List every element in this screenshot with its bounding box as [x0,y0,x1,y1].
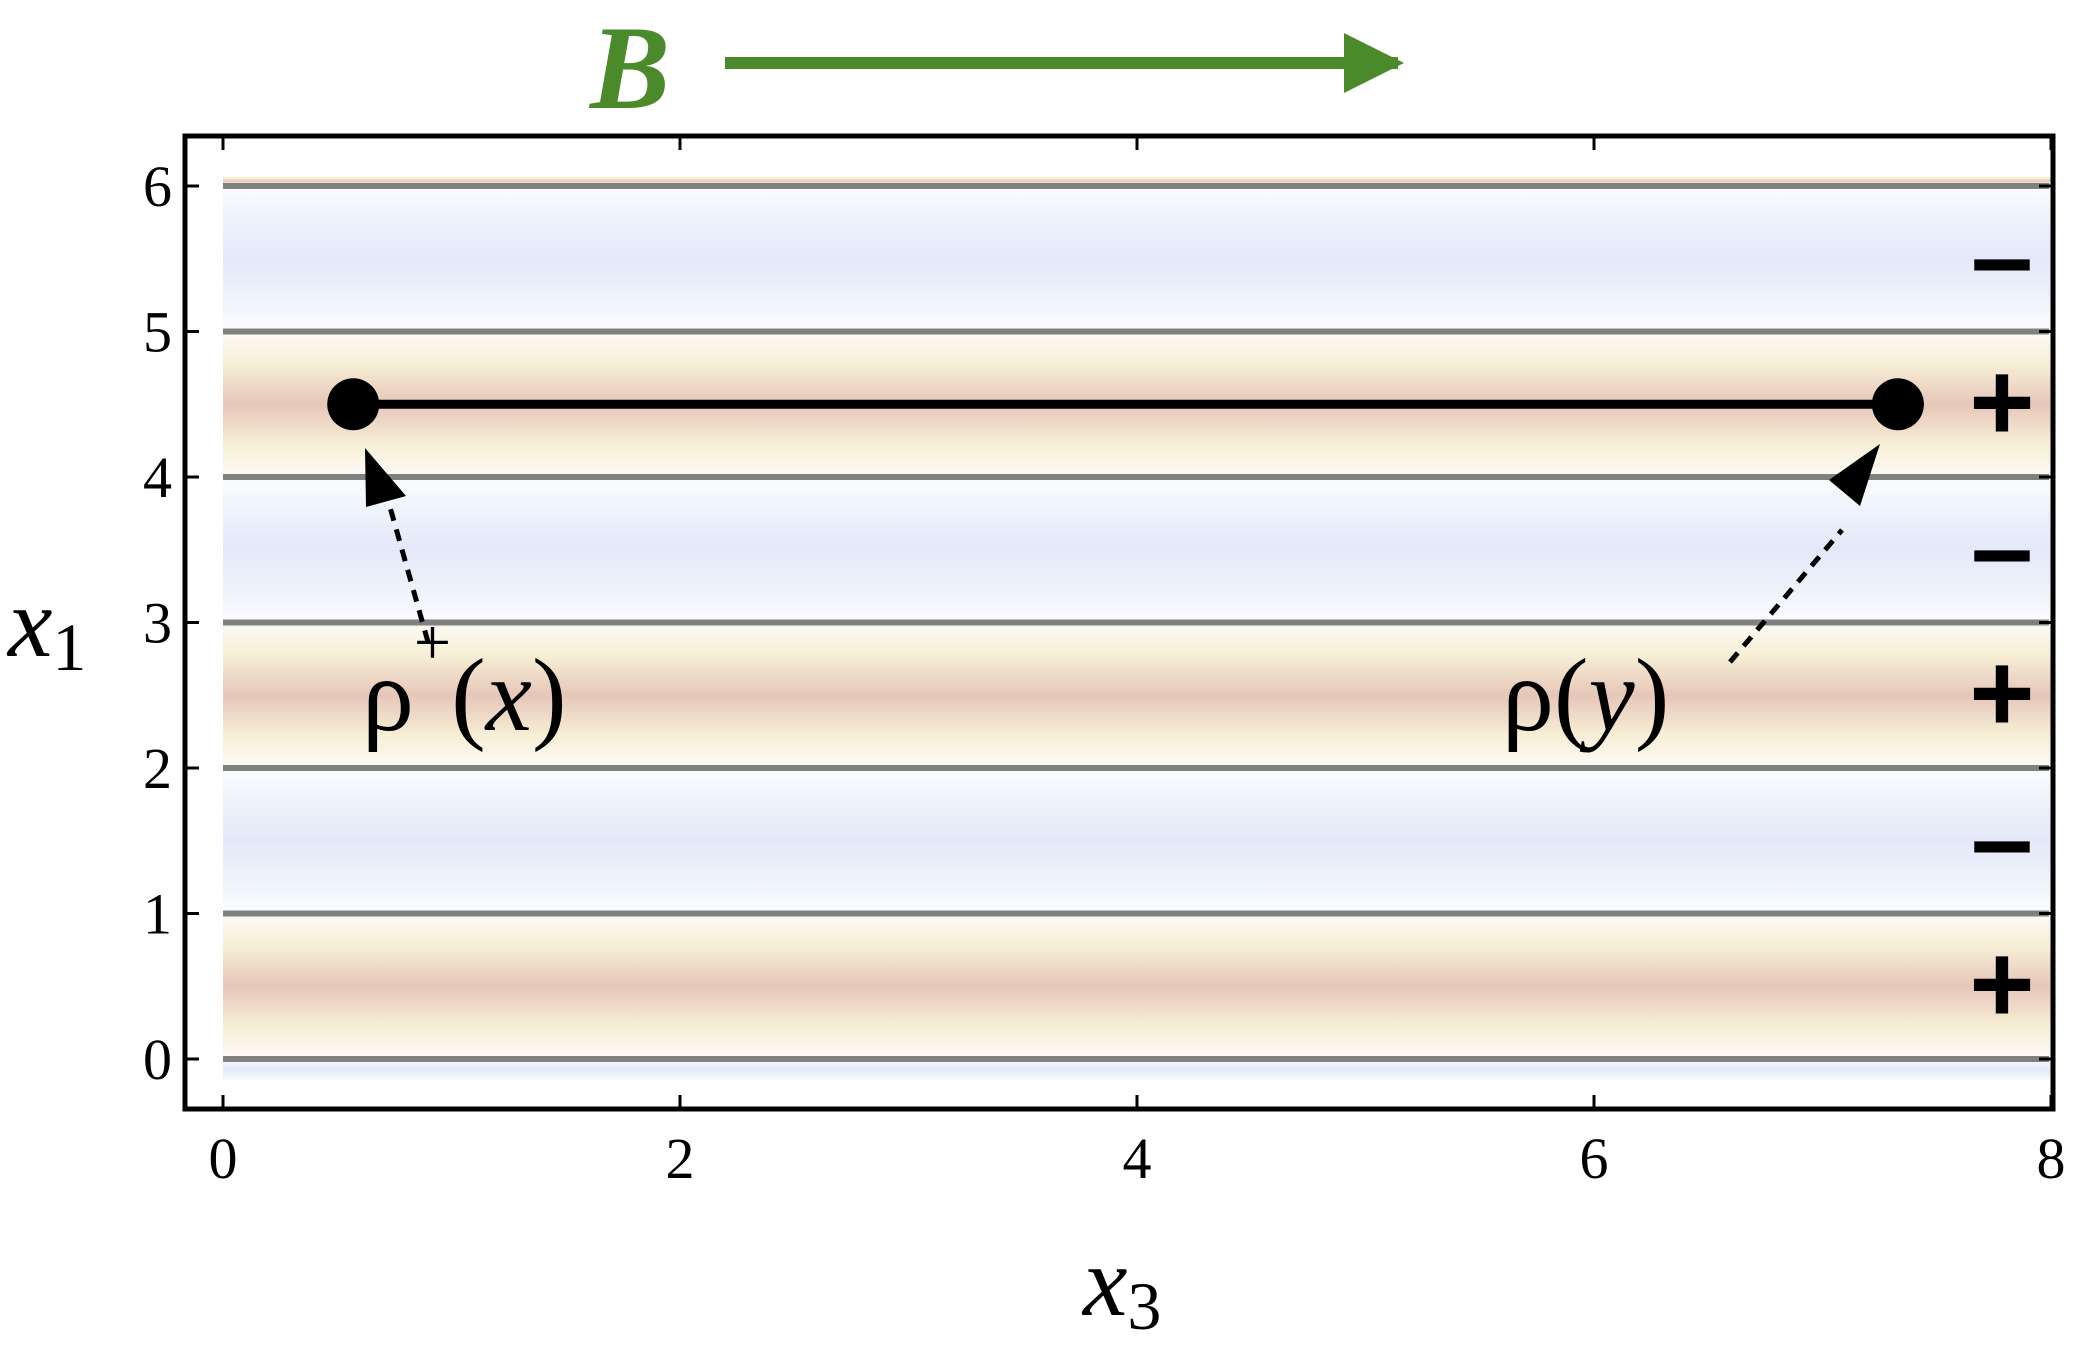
stripe-band-edge-top [223,175,2051,186]
x-tick-label: 8 [2037,1126,2066,1191]
stripe-band-negative [223,477,2051,623]
stripe-sign-label: + [1969,921,2034,1046]
line-segment [327,378,1924,431]
rho-label: ρ(y) [1502,638,1669,753]
pointer-arrow-rho [1728,444,1880,664]
arrowhead-left [365,448,406,507]
start-point [327,378,380,431]
stripe-sign-label: – [1971,194,2033,319]
pointer-arrow-rho-plus [365,448,431,643]
y-tick-label: 2 [143,736,172,801]
stripe-signs: + – + – + – [1969,194,2034,1047]
stripe-band-positive [223,622,2051,768]
y-tick-label: 5 [143,300,172,365]
rho-plus-open: ( [451,638,486,753]
y-axis-label: x1 [6,567,86,685]
y-axis-var: x [6,567,52,678]
y-tick-label: 3 [143,591,172,656]
y-tick-label: 0 [143,1027,172,1092]
stripe-bands [223,175,2051,1081]
stripe-sign-label: + [1969,339,2034,464]
x-tick-label: 2 [666,1126,695,1191]
x-tick-label: 0 [209,1126,238,1191]
rho-close: ) [1635,638,1670,753]
rho-plus-base: ρ [362,638,414,753]
rho-base: ρ [1502,638,1554,753]
rho-arg: y [1580,638,1636,753]
rho-plus-close: ) [532,638,567,753]
y-axis-sub: 1 [52,609,86,685]
rho-open: ( [1554,638,1589,753]
field-label: B [588,1,670,134]
rho-plus-label: ρ+(x) [362,606,567,753]
x-tick-label: 4 [1123,1126,1152,1191]
rho-plus-arg: x [484,638,532,753]
x-axis-var: x [1081,1226,1127,1337]
stripe-sign-label: + [1969,630,2034,755]
y-tick-label: 6 [143,154,172,219]
x-tick-label: 6 [1580,1126,1609,1191]
x-axis-label: x3 [1081,1226,1161,1344]
end-point [1871,378,1924,431]
y-tick-label: 1 [143,882,172,947]
stripe-band-negative [223,768,2051,914]
y-tick-label: 4 [143,445,172,510]
x-axis-ticks: 0 2 4 6 8 [209,138,2066,1191]
x-axis-sub: 3 [1127,1268,1161,1344]
stripe-band-negative [223,186,2051,332]
stripe-sign-label: – [1971,776,2033,901]
plot-frame [182,133,2056,1112]
stripe-boundaries [223,183,2049,1062]
stripe-sign-label: – [1971,485,2033,610]
rho-plus-sup: + [414,606,451,679]
magnetic-field-indicator: B [588,1,1404,134]
arrowhead-right [1829,444,1880,506]
y-axis-ticks: 0 1 2 3 4 5 6 [143,154,2051,1092]
stripe-band-edge-bottom [223,1059,2051,1081]
stripe-band-positive [223,913,2051,1059]
